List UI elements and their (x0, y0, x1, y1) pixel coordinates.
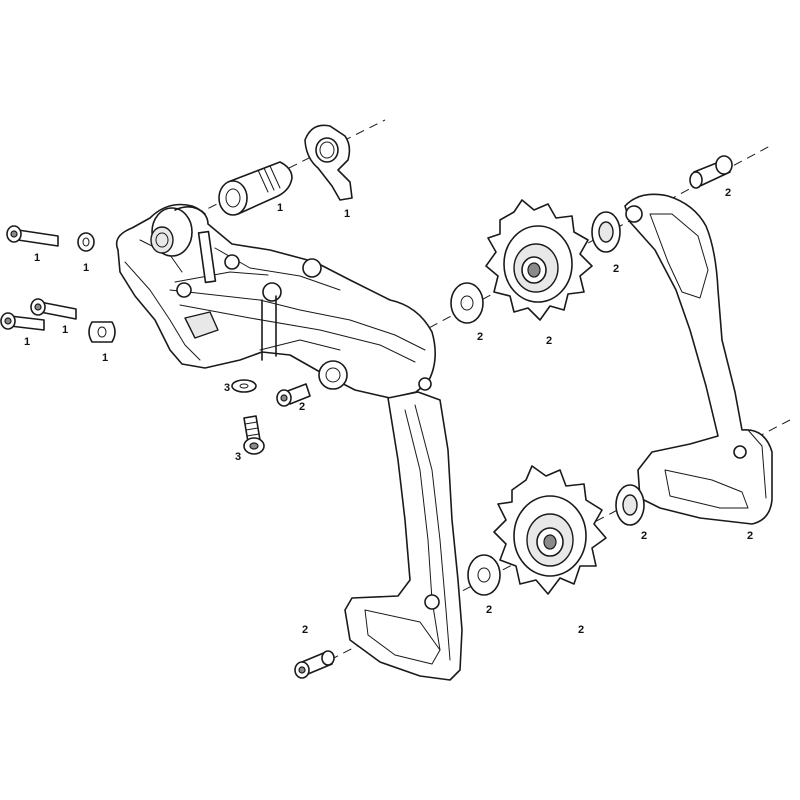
derailleur-body (115, 203, 436, 399)
washer-lower-left (467, 554, 501, 596)
lower-pulley (493, 465, 607, 595)
bolt-mid-2 (0, 312, 45, 331)
washer-small-top (77, 232, 95, 252)
callout-washer-lower-left: 2 (485, 604, 493, 616)
cage-outer-plate (624, 193, 773, 525)
callout-bolt-top-left: 1 (33, 252, 41, 264)
callout-hanger: 1 (343, 208, 351, 220)
hanger-part (304, 124, 353, 201)
screw-small (276, 383, 311, 407)
screw-stop (243, 415, 265, 455)
bolt-cage-top (689, 155, 733, 189)
callout-washer-upper-left: 2 (476, 331, 484, 343)
callout-washer-small: 1 (82, 262, 90, 274)
callout-axle-bushing: 1 (276, 202, 284, 214)
washer-lock (231, 379, 257, 393)
callout-pulley-upper: 2 (545, 335, 553, 347)
bolt-top-left (6, 225, 59, 247)
bolt-bottom (294, 650, 335, 679)
callout-screw-stop: 3 (234, 451, 242, 463)
callout-bolt-mid-1: 1 (61, 324, 69, 336)
bolt-mid-1 (30, 298, 77, 320)
bolts (0, 155, 733, 679)
washer-upper-left (450, 282, 484, 324)
callout-bolt-bottom: 2 (301, 624, 309, 636)
callout-washer-lock: 3 (223, 382, 231, 394)
callout-washer-upper-right: 2 (612, 263, 620, 275)
callout-pulley-lower: 2 (577, 624, 585, 636)
callout-bolt-cage: 2 (724, 187, 732, 199)
callout-nut: 1 (101, 352, 109, 364)
callout-screw-small: 2 (298, 401, 306, 413)
upper-pulley (485, 199, 593, 321)
cage-inner-plate (344, 377, 463, 681)
callout-washer-lower-right: 2 (640, 530, 648, 542)
callout-bolt-mid-2: 1 (23, 336, 31, 348)
washers (77, 211, 645, 596)
axle-bushing (218, 161, 293, 216)
callout-cage-outer: 2 (746, 530, 754, 542)
nut (88, 321, 116, 343)
